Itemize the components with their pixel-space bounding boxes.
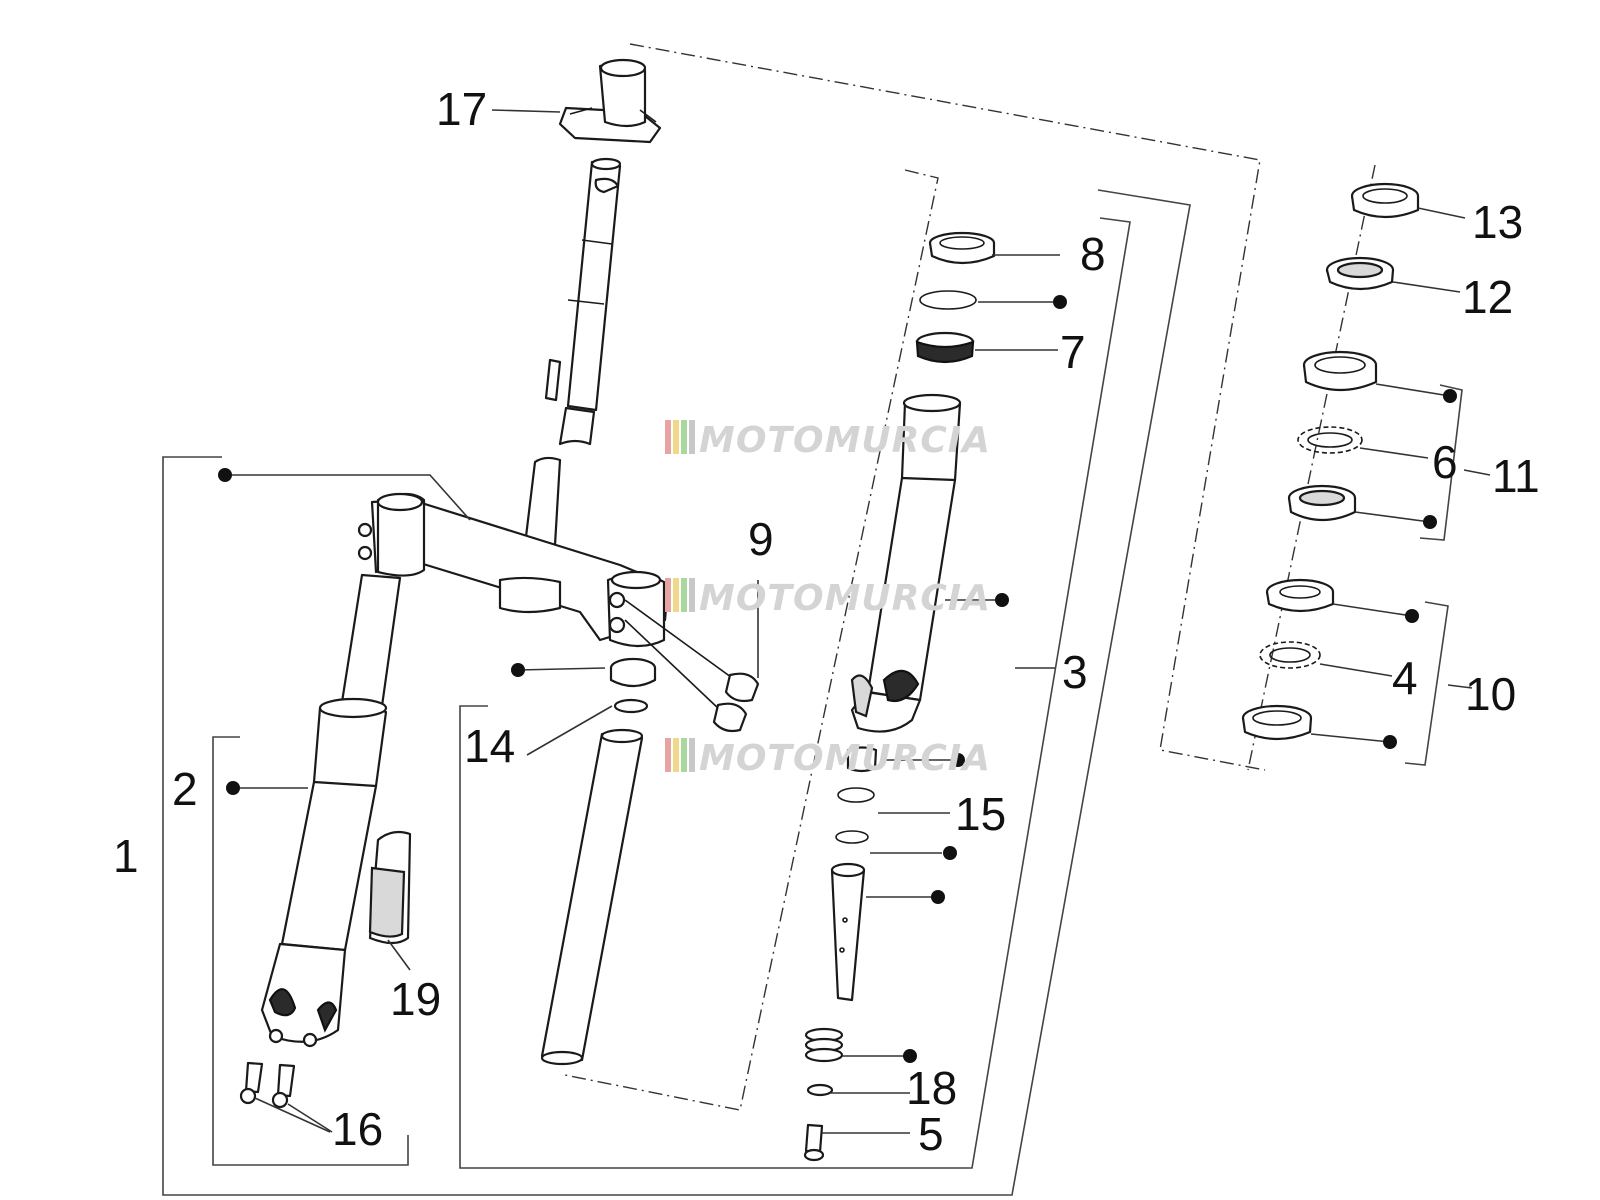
part-14-seal [609, 657, 657, 714]
part-19-cover [368, 830, 412, 945]
callout-labels: 1 2 3 4 5 6 7 8 9 10 11 12 13 14 15 16 1… [113, 83, 1540, 1160]
part-lower-bearing-race [1265, 578, 1335, 613]
part-inner-fork-tube [540, 728, 644, 1066]
callout-8: 8 [1080, 228, 1106, 280]
part-steering-tube [544, 157, 622, 446]
watermark-text: MOTOMURCIA [699, 578, 991, 619]
part-upper-lower-cup [1287, 484, 1357, 522]
part-lower-bearing-cup [1241, 704, 1313, 741]
callout-12: 12 [1462, 271, 1513, 323]
watermark-1: MOTOMURCIA [665, 420, 991, 461]
part-17-steering-top-cover [558, 58, 662, 144]
callout-10: 10 [1465, 668, 1516, 720]
part-13-locknut [1350, 182, 1420, 219]
callout-18: 18 [906, 1062, 957, 1114]
callout-7: 7 [1060, 326, 1086, 378]
part-2-left-fork-leg [260, 573, 402, 1048]
bracket-2 [212, 736, 409, 1166]
callout-4: 4 [1392, 652, 1418, 704]
assembly-outlines [564, 43, 1376, 1111]
part-9-bolts [624, 599, 760, 733]
part-6-ball-cage [1297, 426, 1363, 454]
part-upper-bearing-cup [1302, 350, 1378, 392]
part-16-screws [239, 1061, 296, 1109]
callout-1: 1 [113, 830, 139, 882]
callout-2: 2 [172, 763, 198, 815]
part-12-washer [1325, 256, 1395, 291]
bracket-10 [1404, 601, 1449, 766]
callout-17: 17 [436, 83, 487, 135]
callout-9: 9 [748, 513, 774, 565]
callout-19: 19 [390, 973, 441, 1025]
callout-16: 16 [332, 1103, 383, 1155]
callout-3: 3 [1062, 646, 1088, 698]
part-5-bolt [803, 1123, 825, 1162]
bracket-3 [459, 217, 1131, 1169]
watermark-text: MOTOMURCIA [699, 738, 991, 779]
part-circlip-upper [919, 290, 977, 310]
watermark-2: MOTOMURCIA [665, 578, 991, 619]
bracket-1 [162, 189, 1191, 1196]
callout-13: 13 [1472, 196, 1523, 248]
part-7-oil-seal [915, 331, 975, 364]
part-4-ball-cage [1259, 641, 1321, 669]
part-18-spring [804, 1027, 844, 1097]
bracket-11 [1419, 384, 1463, 541]
part-outer-fork-leg [850, 393, 962, 733]
reference-dots [218, 295, 1457, 1063]
callout-6: 6 [1432, 436, 1458, 488]
callout-5: 5 [918, 1108, 944, 1160]
outer-dashed-frame [629, 43, 1266, 771]
bearing-dashed-axis [1247, 164, 1376, 771]
callout-15: 15 [955, 788, 1006, 840]
callout-11: 11 [1492, 450, 1540, 502]
watermark-text: MOTOMURCIA [699, 420, 991, 461]
fork-leg-dashed-frame [564, 169, 939, 1111]
part-damper-rod-set [830, 746, 878, 1002]
part-8-dust-seal [928, 231, 996, 265]
callout-14: 14 [464, 720, 515, 772]
group-brackets [162, 189, 1463, 1196]
part-fork-crown [357, 456, 670, 648]
leader-lines [225, 109, 1491, 1134]
watermark-3: MOTOMURCIA [665, 738, 991, 779]
